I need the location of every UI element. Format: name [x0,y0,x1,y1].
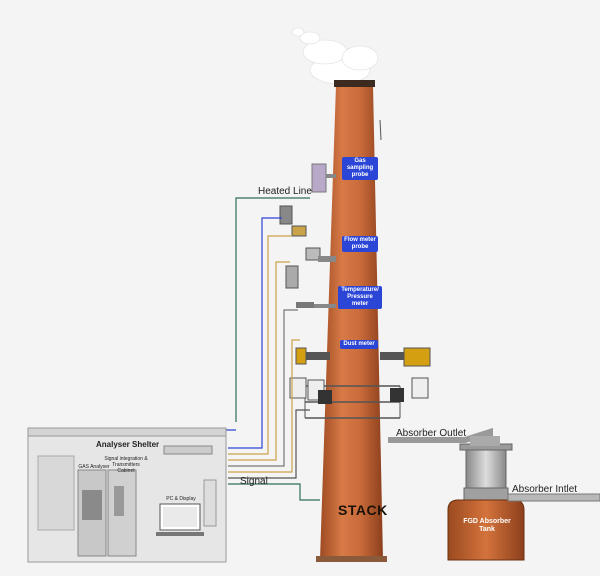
gas-sampling-probe-tag: Gas sampling probe [342,157,378,180]
absorber-inlet-label: Absorber Intlet [512,484,578,495]
instruments [279,163,431,404]
tank-label: FGD Absorber Tank [463,518,511,533]
smoke-plume [291,27,379,85]
shelter-title: Analyser Shelter [96,440,160,449]
signal-label: Signal [240,476,268,487]
stack [304,80,401,562]
gas-analyser-label: GAS Analyser [78,464,110,470]
cabinet-label: Signal integration & Transmitters Cabine… [104,456,148,474]
dust-meter-tag: Dust meter [340,340,378,349]
flow-meter-probe-tag: Flow meter probe [342,236,378,252]
heated-line-label: Heated Line [258,186,312,197]
pc-display-label: PC & Display [166,496,196,502]
analyser-shelter [27,427,227,563]
absorber-outlet-label: Absorber Outlet [396,428,467,439]
stack-label: STACK [338,502,388,518]
fgd-absorber-tank [388,427,600,561]
signal-lines [200,197,320,501]
temp-pressure-meter-tag: Temperature/ Pressure meter [338,286,382,309]
